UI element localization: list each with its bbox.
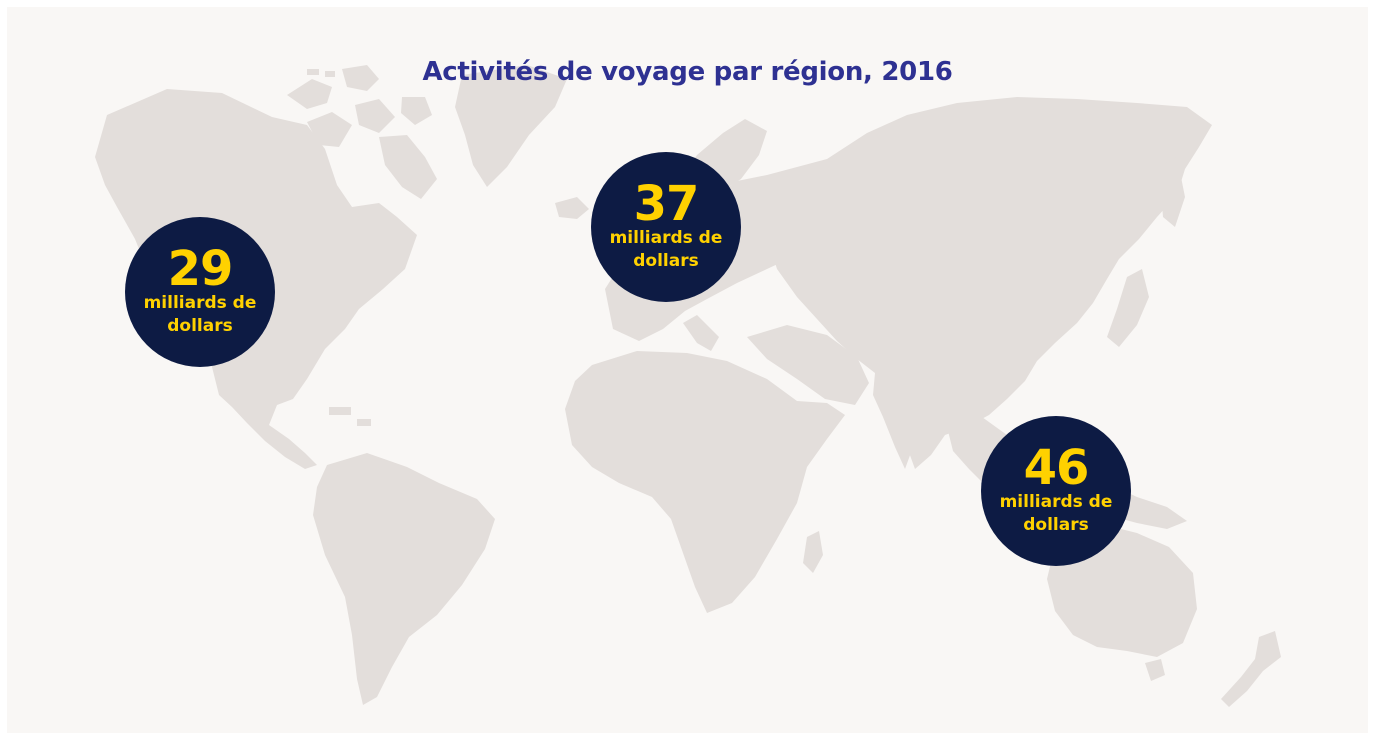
region-unit: milliards de dollars (143, 293, 257, 336)
land-africa (565, 351, 845, 613)
land-japan (1107, 269, 1149, 347)
land-arctic-bar-1 (325, 71, 335, 77)
land-greenland (455, 65, 567, 187)
map-title: Activités de voyage par région, 2016 (422, 57, 953, 87)
land-caribbean-1 (329, 407, 351, 415)
region-value: 46 (1023, 440, 1090, 496)
land-iceland (555, 197, 589, 219)
world-map (95, 65, 1281, 707)
region-bubble-europe: 37 milliards de dollars (591, 152, 741, 302)
land-arctic-island-4 (355, 99, 395, 133)
land-tasmania (1145, 659, 1165, 681)
land-middle-east (747, 325, 869, 405)
land-madagascar (803, 531, 823, 573)
land-arctic-island-5 (401, 97, 432, 125)
land-south-america (313, 453, 495, 705)
region-unit: milliards de dollars (609, 228, 723, 271)
land-india (873, 369, 927, 469)
land-kamchatka (1159, 157, 1185, 227)
region-value: 37 (633, 176, 700, 232)
land-caribbean-2 (357, 419, 371, 426)
region-unit: milliards de dollars (999, 492, 1113, 535)
region-value: 29 (167, 241, 234, 297)
land-arctic-island-3 (307, 112, 352, 147)
land-arctic-bar-2 (307, 69, 319, 75)
land-arctic-islands (287, 79, 332, 109)
map-panel: Activités de voyage par région, 2016 29 … (7, 7, 1368, 733)
land-arctic-island-2 (342, 65, 379, 91)
region-bubble-asia-pacific: 46 milliards de dollars (981, 416, 1131, 566)
region-bubble-north-america: 29 milliards de dollars (125, 217, 275, 367)
land-arctic-island-6 (379, 135, 437, 199)
land-italy (683, 315, 719, 351)
land-new-zealand (1221, 631, 1281, 707)
land-asia (765, 97, 1212, 469)
